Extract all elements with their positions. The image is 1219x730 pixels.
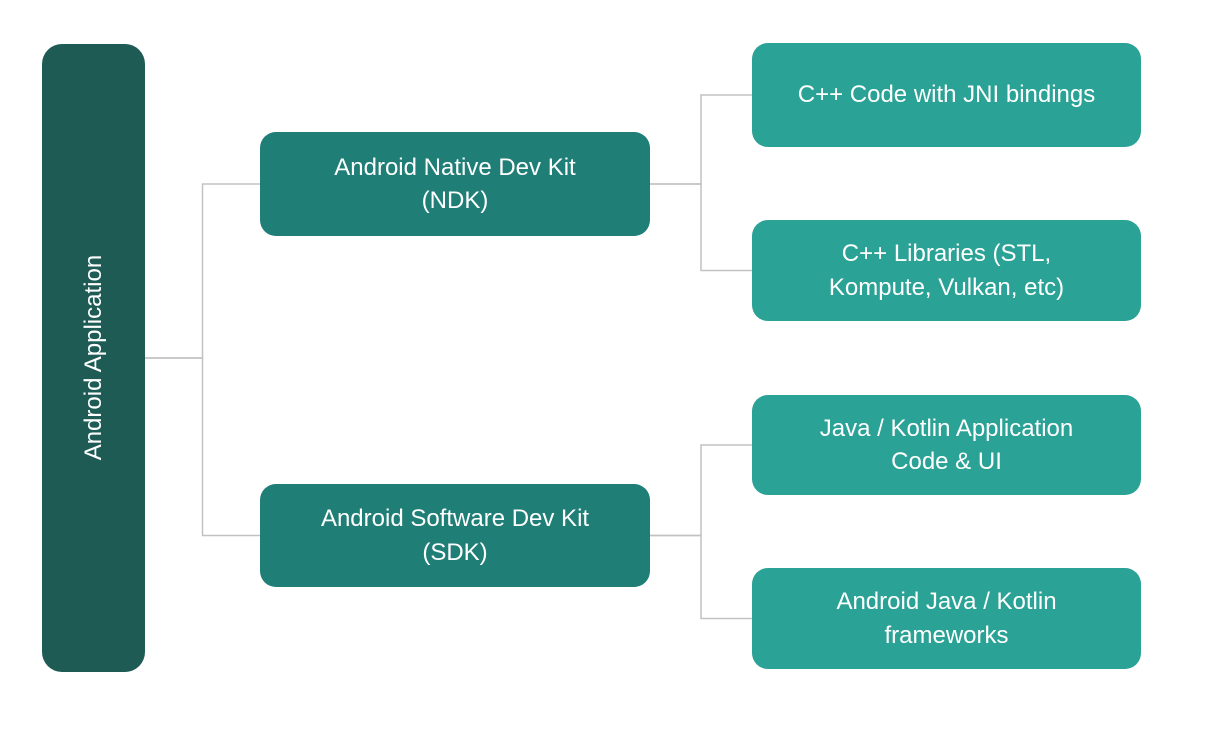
node-cpp-libraries: C++ Libraries (STL, Kompute, Vulkan, etc… — [752, 220, 1141, 321]
connector-sdk-to-java_app — [650, 444, 752, 537]
node-android-software-dev-kit: Android Software Dev Kit (SDK) — [260, 484, 650, 587]
node-android-native-dev-kit: Android Native Dev Kit (NDK) — [260, 132, 650, 236]
node-android-application: Android Application — [42, 44, 145, 672]
node-java-kotlin-application: Java / Kotlin Application Code & UI — [752, 395, 1141, 495]
connector-sdk-to-java_frameworks — [650, 534, 752, 620]
node-android-java-kotlin-frameworks: Android Java / Kotlin frameworks — [752, 568, 1141, 669]
node-cpp-code-jni: C++ Code with JNI bindings — [752, 43, 1141, 147]
node-android-java-kotlin-frameworks-label: Android Java / Kotlin frameworks — [836, 588, 1057, 649]
node-cpp-code-jni-label: C++ Code with JNI bindings — [797, 81, 1096, 109]
node-android-application-label: Android Application — [79, 255, 107, 461]
node-cpp-libraries-label: C++ Libraries (STL, Kompute, Vulkan, etc… — [828, 240, 1065, 301]
node-android-native-dev-kit-label: Android Native Dev Kit (NDK) — [334, 153, 576, 214]
connector-root-to-sdk — [145, 357, 260, 537]
node-java-kotlin-application-label: Java / Kotlin Application Code & UI — [819, 414, 1074, 475]
connector-root-to-ndk — [145, 183, 260, 359]
connector-ndk-to-cpp_code — [650, 94, 752, 185]
node-android-software-dev-kit-label: Android Software Dev Kit (SDK) — [320, 505, 590, 566]
connector-ndk-to-cpp_libs — [650, 183, 752, 272]
